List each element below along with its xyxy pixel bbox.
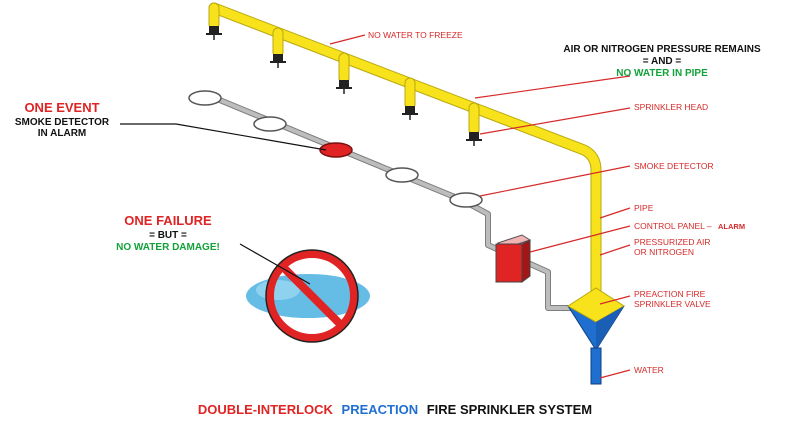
smoke-detector-icon xyxy=(188,90,222,106)
callout-pressurized-line2: OR NITROGEN xyxy=(634,247,694,257)
callout-control-panel-status: ALARM xyxy=(718,222,745,231)
smoke-detector-alarm-icon xyxy=(319,142,353,158)
callout-pressure-line1: AIR OR NITROGEN PRESSURE REMAINS xyxy=(563,44,761,55)
callout-no-water-to-freeze: NO WATER TO FREEZE xyxy=(368,30,463,40)
preaction-valve-icon xyxy=(567,287,625,385)
sprinkler-head-icon xyxy=(270,54,286,68)
failure-heading: ONE FAILURE xyxy=(124,213,212,228)
smoke-detector-icon xyxy=(253,116,287,132)
leader-lines xyxy=(120,34,631,379)
sprinkler-head-icon xyxy=(336,80,352,94)
smoke-detector-icon xyxy=(385,167,419,183)
title-part2: PREACTION xyxy=(342,402,419,417)
event-heading: ONE EVENT xyxy=(24,100,99,115)
failure-line1: = BUT = xyxy=(149,230,187,241)
callout-sprinkler-head: SPRINKLER HEAD xyxy=(634,102,708,112)
diagram-title: DOUBLE-INTERLOCK PREACTION FIRE SPRINKLE… xyxy=(198,402,592,417)
failure-line2: NO WATER DAMAGE! xyxy=(116,242,220,253)
callout-control-panel-label: CONTROL PANEL – xyxy=(634,221,712,231)
title-part1: DOUBLE-INTERLOCK xyxy=(198,402,334,417)
sprinkler-head-icon xyxy=(466,132,482,146)
callout-valve-line2: SPRINKLER VALVE xyxy=(634,299,711,309)
sprinkler-pipe xyxy=(208,2,602,302)
branch-drops xyxy=(208,2,480,136)
no-water-damage-icon xyxy=(246,249,370,343)
smoke-detectors xyxy=(188,90,483,208)
smoke-detector-icon xyxy=(449,192,483,208)
sprinkler-heads xyxy=(206,26,482,146)
event-line2: IN ALARM xyxy=(38,128,87,139)
title-part3: FIRE SPRINKLER SYSTEM xyxy=(427,402,592,417)
callout-pressure-line3: NO WATER IN PIPE xyxy=(616,68,708,79)
control-panel-icon xyxy=(495,234,532,283)
callout-water: WATER xyxy=(634,365,664,375)
callout-control-panel: CONTROL PANEL – ALARM xyxy=(634,221,745,231)
sprinkler-head-icon xyxy=(206,26,222,40)
callout-pressure-line2: = AND = xyxy=(643,56,682,67)
sprinkler-head-icon xyxy=(402,106,418,120)
callout-pipe: PIPE xyxy=(634,203,654,213)
event-line1: SMOKE DETECTOR xyxy=(15,117,110,128)
callout-pressurized-line1: PRESSURIZED AIR xyxy=(634,237,711,247)
callout-smoke-detector: SMOKE DETECTOR xyxy=(634,161,714,171)
callout-valve-line1: PREACTION FIRE xyxy=(634,289,706,299)
